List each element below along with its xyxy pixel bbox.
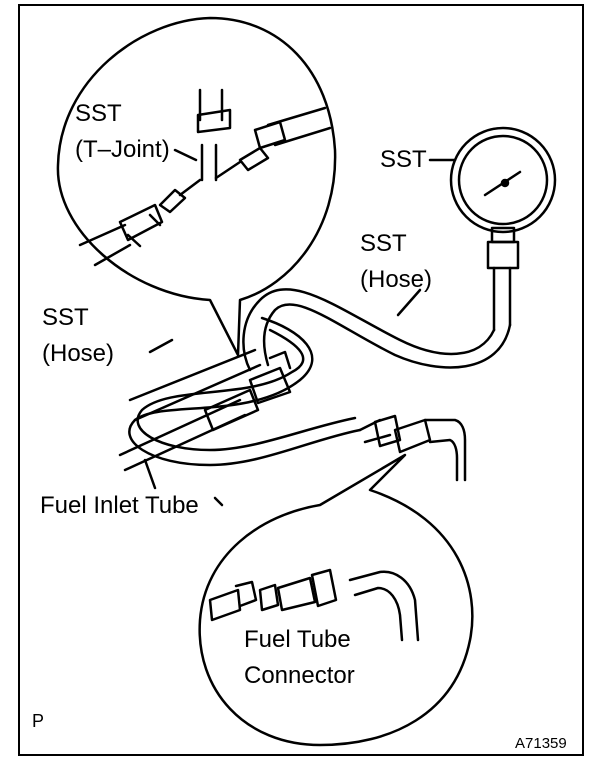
label-connector: Connector — [244, 662, 355, 689]
label-sst-tjoint: SST — [75, 100, 122, 127]
connector-detail-callout — [198, 453, 474, 747]
figure-id: A71359 — [515, 735, 567, 752]
sst-hose-to-gauge — [242, 288, 512, 372]
label-fuel-tube: Fuel Tube — [244, 626, 351, 653]
label-sst-hose-left: SST — [42, 304, 89, 331]
pressure-gauge — [449, 126, 557, 332]
corner-code: P — [32, 711, 45, 731]
label-sst-gauge: SST — [380, 146, 427, 173]
label-tjoint: (T–Joint) — [75, 136, 170, 163]
label-fuel-inlet-tube: Fuel Inlet Tube — [40, 492, 199, 519]
tjoint-detail-parts — [78, 88, 332, 267]
tjoint-detail-callout — [56, 16, 337, 357]
label-leaders — [173, 148, 457, 507]
fuel-inlet-tube-assembly — [118, 338, 467, 490]
label-hose-left: (Hose) — [42, 340, 115, 367]
label-hose-right: (Hose) — [360, 266, 433, 293]
label-sst-hose-right: SST — [360, 230, 407, 257]
